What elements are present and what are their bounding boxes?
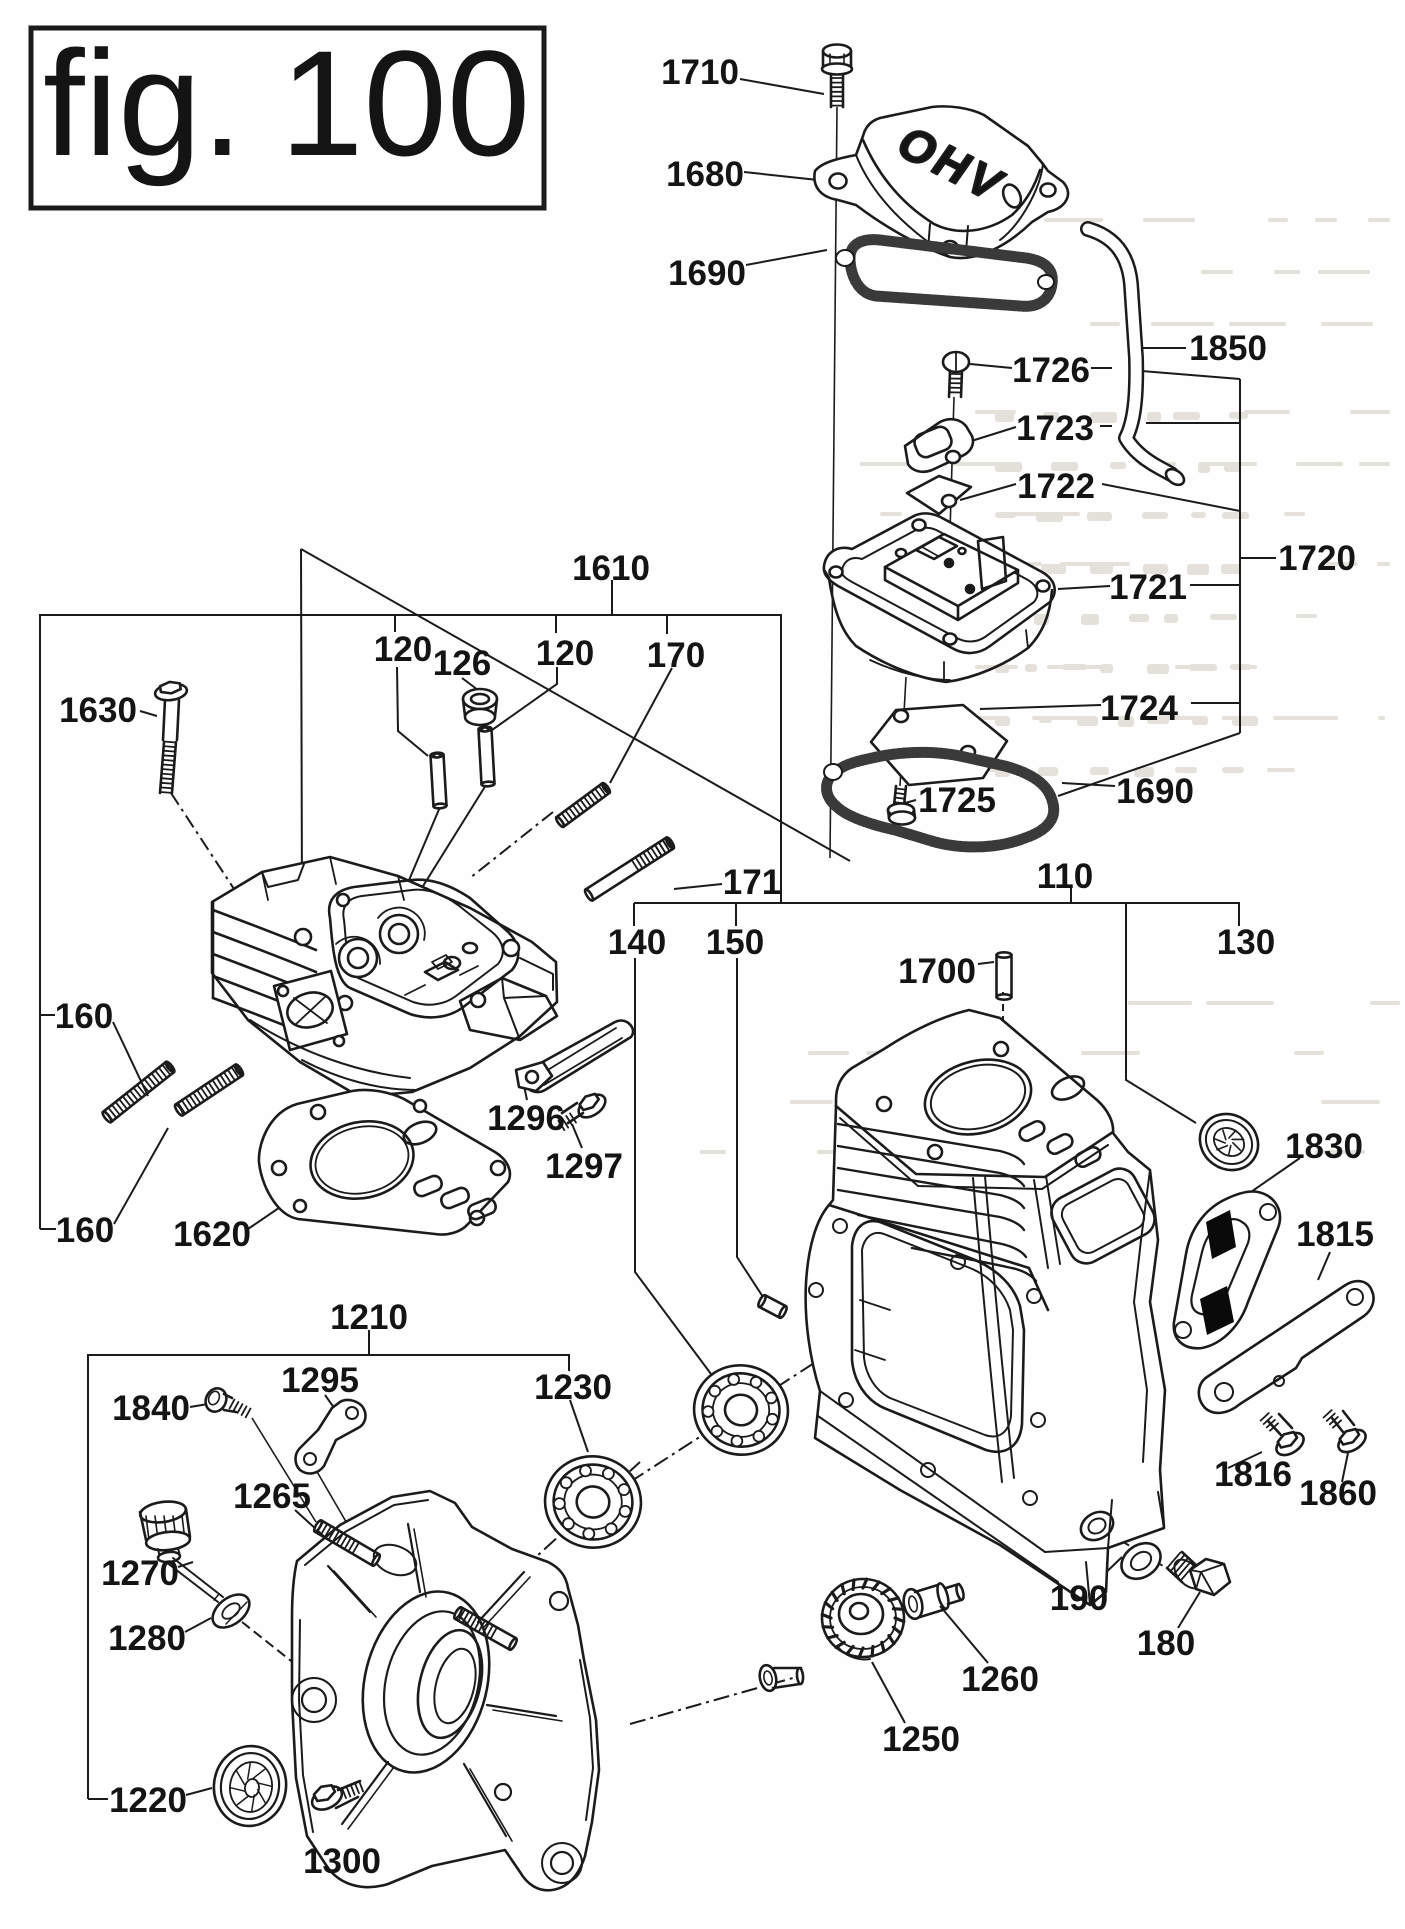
svg-text:1295: 1295 xyxy=(281,1361,359,1400)
svg-text:1680: 1680 xyxy=(666,155,744,194)
svg-text:150: 150 xyxy=(706,923,764,962)
svg-text:110: 110 xyxy=(1037,857,1093,896)
svg-text:160: 160 xyxy=(56,1211,114,1250)
svg-text:1724: 1724 xyxy=(1100,689,1178,728)
svg-text:190: 190 xyxy=(1050,1579,1108,1618)
svg-text:130: 130 xyxy=(1217,923,1275,962)
svg-text:1722: 1722 xyxy=(1017,467,1095,506)
svg-text:1630: 1630 xyxy=(59,691,137,730)
svg-text:fig.: fig. xyxy=(43,19,243,187)
svg-text:1840: 1840 xyxy=(112,1389,190,1428)
svg-text:160: 160 xyxy=(55,997,113,1036)
svg-text:1230: 1230 xyxy=(534,1368,612,1407)
svg-text:1726: 1726 xyxy=(1012,351,1090,390)
svg-text:1220: 1220 xyxy=(109,1781,187,1820)
svg-text:1297: 1297 xyxy=(545,1147,623,1186)
svg-text:1620: 1620 xyxy=(173,1215,251,1254)
svg-text:126: 126 xyxy=(433,644,491,683)
svg-text:1723: 1723 xyxy=(1016,409,1094,448)
svg-text:1720: 1720 xyxy=(1278,539,1356,578)
svg-text:1296: 1296 xyxy=(487,1099,565,1138)
svg-text:1690: 1690 xyxy=(1116,772,1194,811)
svg-text:100: 100 xyxy=(280,19,530,187)
svg-text:1721: 1721 xyxy=(1109,568,1187,607)
svg-text:1860: 1860 xyxy=(1299,1474,1377,1513)
svg-text:1725: 1725 xyxy=(918,781,996,820)
svg-text:1300: 1300 xyxy=(303,1842,381,1881)
svg-text:171: 171 xyxy=(723,863,781,902)
svg-text:1250: 1250 xyxy=(882,1720,960,1759)
svg-text:120: 120 xyxy=(374,630,432,669)
svg-text:1610: 1610 xyxy=(572,549,650,588)
svg-text:1700: 1700 xyxy=(898,952,976,991)
svg-text:1830: 1830 xyxy=(1285,1127,1363,1166)
svg-text:1260: 1260 xyxy=(961,1660,1039,1699)
svg-text:180: 180 xyxy=(1137,1624,1195,1663)
svg-text:1816: 1816 xyxy=(1214,1455,1292,1494)
svg-text:1710: 1710 xyxy=(661,53,739,92)
svg-text:1210: 1210 xyxy=(330,1298,408,1337)
svg-text:120: 120 xyxy=(536,634,594,673)
svg-text:1815: 1815 xyxy=(1296,1215,1374,1254)
svg-text:1265: 1265 xyxy=(233,1477,311,1516)
svg-text:1280: 1280 xyxy=(108,1619,186,1658)
svg-text:170: 170 xyxy=(647,636,705,675)
svg-text:140: 140 xyxy=(608,923,666,962)
svg-text:1850: 1850 xyxy=(1189,329,1267,368)
svg-text:1690: 1690 xyxy=(668,254,746,293)
svg-text:1270: 1270 xyxy=(101,1554,179,1593)
